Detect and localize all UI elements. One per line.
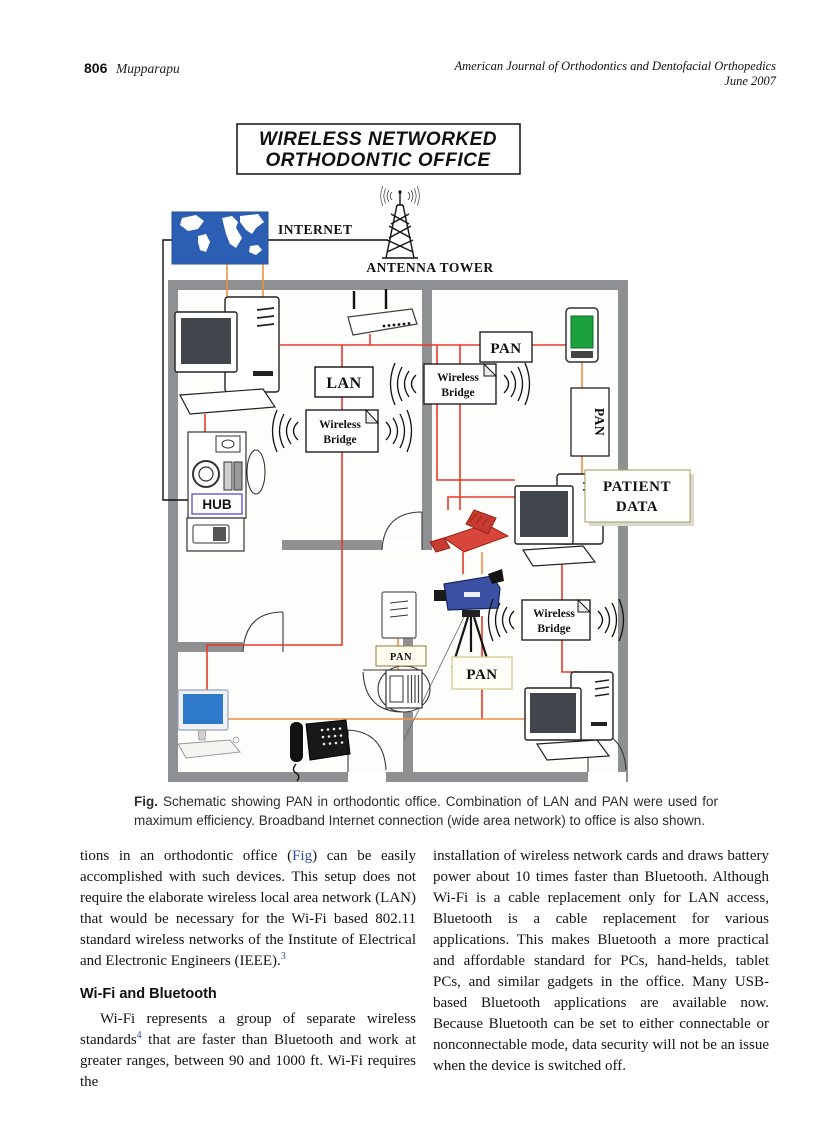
hub-equipment: HUB [186, 431, 266, 552]
text-column-left: tions in an orthodontic office (Fig) can… [80, 846, 416, 1093]
wb2-line1: Wireless [437, 372, 479, 384]
wireless-bridge-1: Wireless Bridge [305, 408, 380, 453]
xray-viewer [377, 665, 431, 713]
journal-issue: June 2007 [724, 73, 776, 88]
pan-label-bottom: PAN [466, 667, 497, 683]
keyboard [521, 545, 597, 567]
patient-data-line1: PATIENT [603, 479, 671, 495]
wb3-line1: Wireless [533, 608, 575, 620]
internet-label: INTERNET [278, 222, 353, 237]
pan-label-small: PAN [390, 652, 412, 663]
antenna-tower [380, 186, 420, 259]
monitor-operatory [177, 689, 241, 759]
keyboard [535, 739, 611, 761]
pan-label-box-bottom: PAN [451, 656, 513, 690]
hub-label: HUB [202, 497, 231, 512]
wireless-bridge-2: Wireless Bridge [423, 362, 498, 405]
figure-reference-link[interactable]: Fig [292, 848, 313, 864]
office-schematic-figure: HUB [162, 123, 694, 782]
figure-caption: Fig. Schematic showing PAN in orthodonti… [134, 792, 718, 830]
telephone [290, 719, 351, 782]
patient-data-line2: DATA [616, 499, 658, 515]
wan-lines [162, 239, 388, 501]
figure-caption-label: Fig. [134, 794, 158, 809]
wireless-router [347, 289, 418, 336]
figure-title-box: WIRELESS NETWORKED ORTHODONTIC OFFICE [236, 123, 521, 175]
door-gaps [243, 540, 626, 782]
xray-lens [192, 460, 220, 488]
wb2-line2: Bridge [441, 387, 474, 399]
pan-label-vertical: PAN [592, 408, 607, 436]
keyboard [179, 388, 277, 415]
figure-title-line2: ORTHODONTIC OFFICE [265, 150, 491, 171]
handset [290, 722, 303, 762]
text-column-right: installation of wireless network cards a… [433, 846, 769, 1077]
pda-handheld [565, 307, 599, 363]
phone-cord [292, 763, 300, 782]
antenna-tower-label: ANTENNA TOWER [366, 260, 493, 275]
journal-title: American Journal of Orthodontics and Den… [454, 59, 777, 73]
figure-caption-text: Schematic showing PAN in orthodontic off… [134, 794, 718, 828]
lan-label-box: LAN [314, 366, 374, 398]
internet-map [171, 211, 269, 265]
paragraph-right-column: installation of wireless network cards a… [433, 848, 769, 1074]
wireless-bridge-3: Wireless Bridge [521, 598, 592, 641]
patient-data-box: PATIENT DATA [584, 469, 694, 526]
desktop-computer-front-office [174, 296, 280, 415]
pan-label-box-top: PAN [479, 331, 533, 363]
wb3-line2: Bridge [537, 623, 570, 635]
section-heading: Wi-Fi and Bluetooth [80, 986, 217, 1002]
pan-label-box-small: PAN [375, 645, 427, 667]
paragraph-continued: tions in an orthodontic office (Fig) can… [80, 846, 416, 972]
page-number: 806 [84, 60, 108, 76]
keyboard [177, 739, 241, 759]
para2-pre: Wi-Fi represents a group of separate wir… [80, 1011, 416, 1048]
citation-ref-4[interactable]: 4 [136, 1030, 142, 1041]
pan-label-box-vertical: PAN [570, 387, 610, 457]
dental-chair [429, 509, 510, 553]
wb1-line2: Bridge [323, 434, 356, 446]
hub-label-box [191, 493, 243, 515]
lan-label: LAN [326, 375, 361, 392]
running-head-journal: American Journal of Orthodontics and Den… [455, 59, 777, 88]
wireless-unit-tower [381, 591, 417, 639]
citation-ref-3[interactable]: 3 [280, 951, 286, 962]
para1-post: ) can be easily accomplished with such d… [80, 848, 416, 969]
mouse [232, 736, 240, 744]
pan-label-top: PAN [490, 341, 521, 357]
para2-post: that are faster than Bluetooth and work … [80, 1032, 416, 1090]
paragraph-wifi: Wi-Fi represents a group of separate wir… [80, 1009, 416, 1093]
desktop-computer-back-office [524, 671, 614, 761]
camera-lens [434, 590, 446, 601]
wb1-line1: Wireless [319, 419, 361, 431]
running-head-author: Mupparapu [116, 61, 180, 76]
figure-title-line1: WIRELESS NETWORKED [259, 129, 497, 150]
para1-pre: tions in an orthodontic office ( [80, 848, 293, 864]
camera-on-tripod [403, 569, 504, 741]
